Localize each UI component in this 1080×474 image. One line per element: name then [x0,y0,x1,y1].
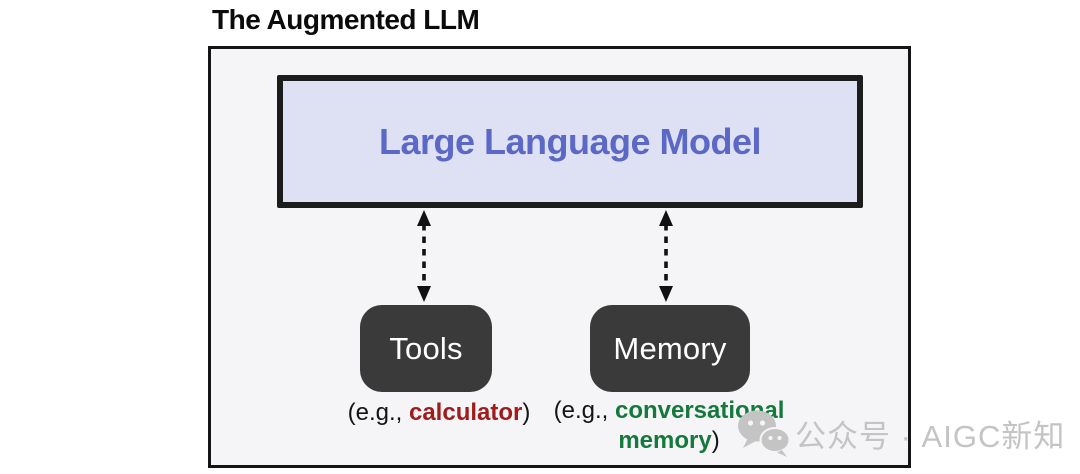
llm-box: Large Language Model [277,75,863,208]
tools-node: Tools [360,305,492,392]
memory-caption-prefix: (e.g., [553,397,615,424]
tools-caption-prefix: (e.g., [347,399,409,426]
memory-caption-highlight: conversational memory [614,397,785,454]
double-arrow-llm-memory-icon [657,210,675,302]
tools-node-label: Tools [389,330,463,366]
memory-node-label: Memory [613,330,727,366]
memory-caption: (e.g., conversational memory) [548,396,790,456]
wechat-icon [737,408,791,458]
tools-caption: (e.g., calculator) [328,398,550,428]
watermark-text: 公众号 · AIGC新知 [795,418,1066,454]
watermark: 公众号 · AIGC新知 [737,408,1065,458]
page-title: The Augmented LLM [212,4,480,35]
llm-box-label: Large Language Model [378,120,762,162]
tools-caption-highlight: calculator [408,399,523,426]
double-arrow-llm-tools-icon [415,210,433,302]
memory-node: Memory [590,305,750,392]
memory-caption-suffix: ) [711,427,720,454]
tools-caption-suffix: ) [522,399,531,426]
